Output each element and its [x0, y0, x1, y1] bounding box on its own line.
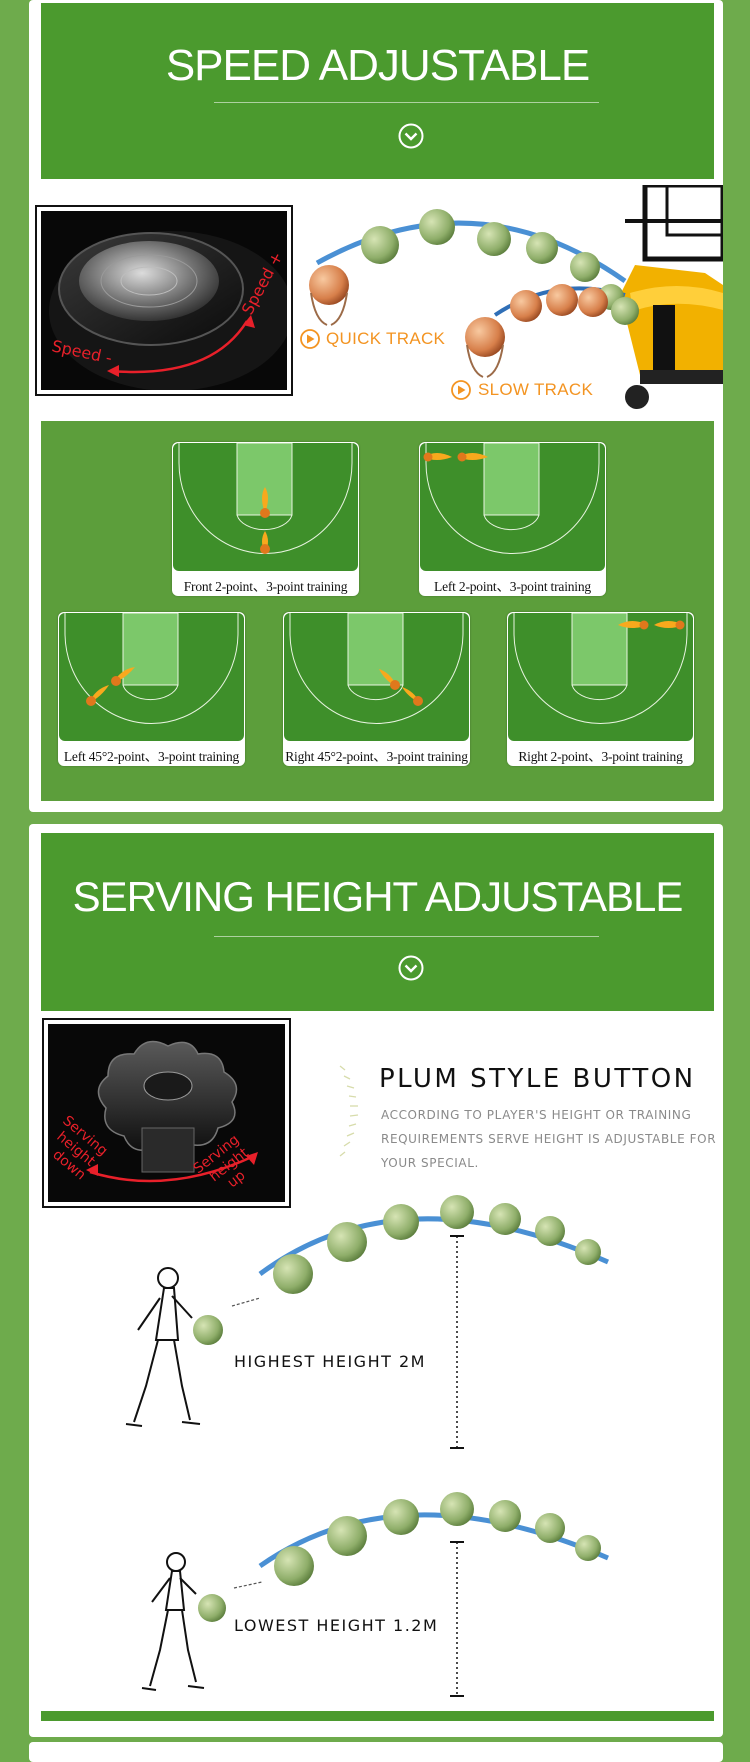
plum-knob-photo: Serving height up Serving height down	[42, 1018, 291, 1208]
court-card-front: Front 2-point、3-point training	[172, 442, 359, 596]
player-hands-slow	[465, 317, 505, 378]
feature-title: PLUM STYLE BUTTON	[379, 1064, 696, 1094]
court-card-left: Left 2-point、3-point training	[419, 442, 606, 596]
slow-track-balls	[510, 284, 639, 325]
speed-knob-image: Speed + Speed -	[49, 231, 287, 390]
feature-description: ACCORDING TO PLAYER'S HEIGHT OR TRAINING…	[381, 1103, 716, 1175]
shooting-machine	[620, 185, 723, 409]
court-caption: Left 2-point、3-point training	[434, 579, 591, 594]
speed-trajectory-illustration	[309, 185, 723, 409]
court-caption: Front 2-point、3-point training	[183, 579, 348, 594]
player-sketch-short	[141, 1552, 205, 1691]
training-modes-area: Front 2-point、3-point training Left 2-po…	[41, 421, 714, 801]
highest-height-label: HIGHEST HEIGHT 2M	[234, 1352, 426, 1371]
quick-track-label: QUICK TRACK	[326, 329, 446, 348]
height-banner: SERVING HEIGHT ADJUSTABLE	[41, 833, 714, 1011]
court-caption: Right 2-point、3-point training	[518, 749, 683, 764]
highest-trajectory-illustration	[125, 1195, 610, 1449]
plum-knob-image: Serving height up Serving height down	[49, 1040, 258, 1191]
court-card-left45: Left 45°2-point、3-point training	[58, 612, 245, 766]
speed-knob-photo: Speed + Speed -	[35, 205, 293, 396]
title-rule	[214, 936, 599, 937]
speed-banner: SPEED ADJUSTABLE	[41, 3, 714, 179]
feature-line: REQUIREMENTS SERVE HEIGHT IS ADJUSTABLE …	[381, 1132, 717, 1146]
feature-line: ACCORDING TO PLAYER'S HEIGHT OR TRAINING	[381, 1108, 692, 1122]
play-arrow-circle-icon	[300, 329, 320, 349]
height-title: SERVING HEIGHT ADJUSTABLE	[72, 873, 684, 920]
feature-line: YOUR SPECIAL.	[381, 1156, 479, 1170]
title-rule	[214, 102, 599, 103]
play-arrow-circle-icon	[451, 380, 471, 400]
height-panel-footer-bar	[41, 1711, 714, 1721]
lowest-trajectory-illustration	[141, 1492, 609, 1697]
slow-track-label: SLOW TRACK	[478, 380, 594, 399]
court-caption: Right 45°2-point、3-point training	[285, 749, 468, 764]
player-hands-quick	[309, 265, 349, 326]
player-sketch-tall	[125, 1267, 201, 1427]
next-panel-top	[29, 1742, 723, 1762]
speed-title: SPEED ADJUSTABLE	[165, 41, 590, 90]
court-caption: Left 45°2-point、3-point training	[63, 749, 240, 764]
chevron-down-circle-icon[interactable]	[398, 123, 424, 149]
chevron-down-circle-icon[interactable]	[398, 955, 424, 981]
lowest-height-label: LOWEST HEIGHT 1.2M	[234, 1616, 439, 1635]
court-card-right: Right 2-point、3-point training	[507, 612, 694, 766]
court-card-right45: Right 45°2-point、3-point training	[283, 612, 470, 766]
decorative-tick-arc	[339, 1065, 359, 1157]
